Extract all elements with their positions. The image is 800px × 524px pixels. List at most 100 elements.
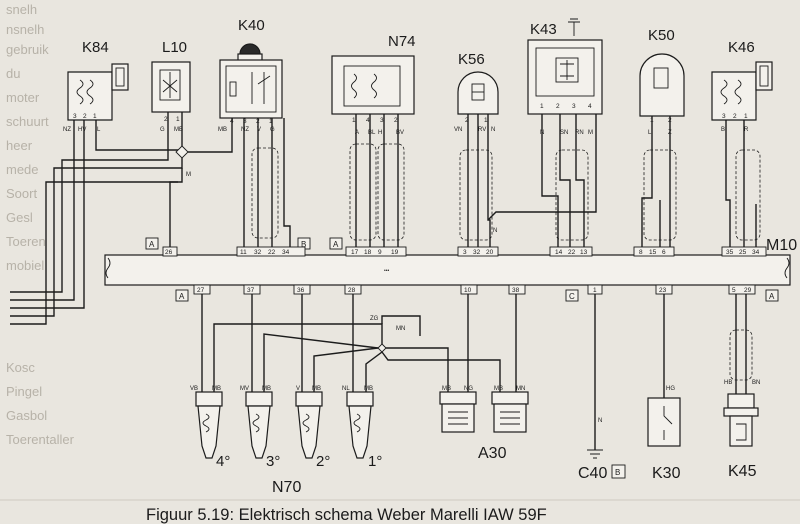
wire-color: MB xyxy=(212,386,221,392)
junction-label: M xyxy=(186,172,191,178)
component-k30: HG K30 xyxy=(647,386,681,482)
component-k50: K50 1 2 L Z xyxy=(639,27,685,136)
wire-color: H xyxy=(378,130,382,136)
ecu-pin: 32 xyxy=(254,249,262,256)
cylinder-label: 3° xyxy=(266,453,280,470)
figure-caption: Figuur 5.19: Elektrisch schema Weber Mar… xyxy=(146,506,547,524)
bg-text: moter xyxy=(6,90,40,105)
ecu-pin: 34 xyxy=(282,249,290,256)
ecu-m10: ••• M10 A B A A C A 26 11 32 22 34 17 18… xyxy=(104,237,797,302)
bg-text: Kosc xyxy=(6,360,35,375)
connector-letter: C xyxy=(569,292,575,301)
wire-color: MB xyxy=(174,127,183,133)
wire-color: NZ xyxy=(63,127,71,133)
pin-number: 1 xyxy=(744,113,748,120)
wire-color: L xyxy=(648,130,652,136)
component-k43: K43 1 2 3 4 N SN RN M xyxy=(527,18,603,136)
bg-text: mobiel xyxy=(6,258,44,273)
bg-text: Soort xyxy=(6,186,37,201)
wire-color: M xyxy=(588,130,593,136)
cylinder-label: 1° xyxy=(368,453,382,470)
pin-number: 1 xyxy=(352,117,356,124)
wire-color: HG xyxy=(666,386,675,392)
pin-number: 3 xyxy=(722,113,726,120)
pin-number: 2 xyxy=(556,103,560,110)
pin-number: 2 xyxy=(394,117,398,124)
bg-text: Toerentaller xyxy=(6,432,75,447)
wire-color: HV xyxy=(78,127,86,133)
wire-color: SN xyxy=(560,130,568,136)
ecu-pin: 9 xyxy=(378,249,382,256)
ecu-pin: 27 xyxy=(197,287,205,294)
ecu-pin: 13 xyxy=(580,249,588,256)
bg-text: gebruik xyxy=(6,42,49,57)
connector-letter: A xyxy=(179,292,185,301)
component-n74: N74 1 4 3 2 A BL H BV xyxy=(331,33,416,136)
bg-text: du xyxy=(6,66,20,81)
wire-color: MB xyxy=(312,386,321,392)
bg-text: mede xyxy=(6,162,39,177)
ecu-pin: 14 xyxy=(555,249,563,256)
wire-color: BV xyxy=(396,130,404,136)
pin-number: 4 xyxy=(588,103,592,110)
ecu-pin: 8 xyxy=(639,249,643,256)
component-n70: N70 VB MB 4° MV MB 3° V MB 2° NL MB xyxy=(190,386,382,496)
injector-4: VB MB 4° xyxy=(190,386,230,470)
junction-label: ZG xyxy=(370,316,379,322)
ecu-pin: 18 xyxy=(364,249,372,256)
wire-color: MV xyxy=(240,386,249,392)
wire-color: MB xyxy=(364,386,373,392)
pin-number: 2 xyxy=(733,113,737,120)
ecu-pin: 3 xyxy=(463,249,467,256)
wire-color: N xyxy=(491,127,495,133)
component-label: K84 xyxy=(82,39,109,56)
wire-color: V xyxy=(296,386,300,392)
pin-number: 2 xyxy=(164,116,168,123)
wire-color: VB xyxy=(190,386,198,392)
ecu-pin: 6 xyxy=(662,249,666,256)
junction-label: MN xyxy=(396,326,405,332)
wire-color: NZ xyxy=(241,127,249,133)
connector-tag xyxy=(765,289,779,302)
ecu-body xyxy=(104,254,791,286)
pin-number: 4 xyxy=(366,117,370,124)
ecu-pin: 19 xyxy=(391,249,399,256)
pin-number: 2 xyxy=(83,113,87,120)
pin-number: 3 xyxy=(243,118,247,125)
wire-color: G xyxy=(160,127,165,133)
component-label: K56 xyxy=(458,51,485,68)
wire-color: VN xyxy=(454,127,462,133)
ecu-pin: 5 xyxy=(732,287,736,294)
wire-color: R xyxy=(744,127,749,133)
ecu-pin: 38 xyxy=(512,287,520,294)
wire-color: BN xyxy=(752,380,760,386)
component-label: K40 xyxy=(238,17,265,34)
bottom-wiring: ZG MN xyxy=(201,294,753,459)
pin-number: 3 xyxy=(380,117,384,124)
pin-number: 1 xyxy=(540,103,544,110)
ecu-pin: 26 xyxy=(165,249,173,256)
ecu-label: M10 xyxy=(766,237,797,254)
component-c40: N C40 B xyxy=(578,418,626,482)
connector-letter: B xyxy=(615,468,620,477)
ecu-pin: 15 xyxy=(649,249,657,256)
bg-text: Gesl xyxy=(6,210,33,225)
junction-label: N xyxy=(493,228,497,234)
background-text: snelh nsnelh gebruik du moter schuurt he… xyxy=(6,2,75,447)
wire-color: A xyxy=(355,130,359,136)
wire-color: MB xyxy=(442,386,451,392)
bg-text: heer xyxy=(6,138,33,153)
connector-tag xyxy=(145,237,159,250)
wire-color: NG xyxy=(464,386,473,392)
connector-tag xyxy=(565,289,579,302)
injector-2: V MB 2° xyxy=(295,386,330,470)
component-k40: K40 4 3 2 1 MB NZ V G xyxy=(218,17,283,133)
ecu-pin: 20 xyxy=(486,249,494,256)
wire-color: HB xyxy=(724,380,732,386)
ecu-top-pins: 26 11 32 22 34 17 18 9 19 3 32 20 14 22 … xyxy=(162,246,767,257)
pin-number: 1 xyxy=(484,117,488,124)
wire-color: L xyxy=(97,127,101,133)
bg-text: nsnelh xyxy=(6,22,44,37)
pin-number: 1 xyxy=(93,113,97,120)
